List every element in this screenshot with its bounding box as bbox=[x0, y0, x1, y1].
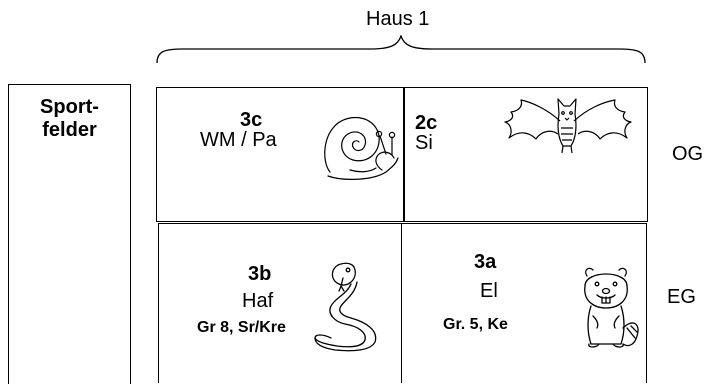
beaver-icon bbox=[584, 267, 639, 348]
room-3b-class: 3b bbox=[248, 263, 272, 285]
room-3b-group: Gr 8, Sr/Kre bbox=[197, 319, 286, 336]
room-2c bbox=[403, 87, 648, 222]
room-3c-teacher: WM / Pa bbox=[200, 129, 277, 151]
house-title: Haus 1 bbox=[366, 8, 430, 30]
floor-label-upper: OG bbox=[672, 143, 704, 165]
room-2c-class: 2c bbox=[415, 112, 438, 134]
room-3c bbox=[156, 87, 405, 222]
bat-icon bbox=[504, 98, 632, 154]
house-brace bbox=[156, 35, 646, 64]
room-3b-teacher: Haf bbox=[242, 290, 274, 312]
sport-label-line1: Sport- bbox=[40, 96, 99, 118]
room-3a-class: 3a bbox=[474, 251, 497, 273]
room-2c-teacher: Si bbox=[415, 132, 433, 154]
snail-icon bbox=[324, 116, 399, 180]
room-3a-group: Gr. 5, Ke bbox=[443, 316, 508, 333]
sport-label-line2: felder bbox=[42, 119, 97, 141]
sport-fields-label: Sport- felder bbox=[8, 96, 131, 142]
room-3c-class: 3c bbox=[240, 109, 263, 131]
room-3a-teacher: El bbox=[480, 280, 498, 302]
sport-fields-box bbox=[8, 84, 131, 384]
snake-icon bbox=[314, 262, 377, 352]
room-3a bbox=[401, 223, 647, 383]
floor-label-ground: EG bbox=[667, 286, 696, 308]
